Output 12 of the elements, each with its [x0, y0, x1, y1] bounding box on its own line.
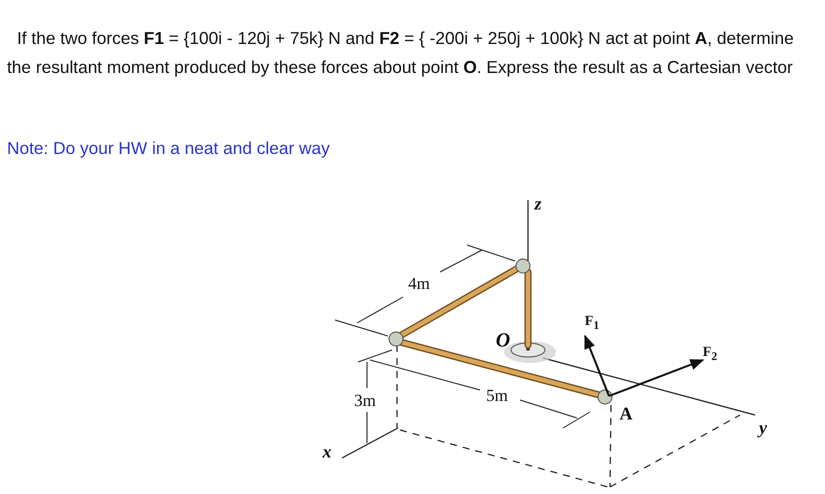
- point-label: A: [620, 404, 632, 424]
- axis-label: z: [534, 194, 542, 214]
- force-label: F$_{1}$: [584, 314, 600, 332]
- note-text: Note: Do your HW in a neat and clear way: [7, 138, 330, 159]
- axis-label: x: [322, 442, 332, 462]
- dimension-label: 4m: [408, 274, 430, 294]
- axis-label: y: [759, 418, 767, 438]
- point-label: O: [496, 330, 510, 352]
- problem-statement: If the two forces F1 = {100i - 120j + 75k} N and F2 = { -200i + 250j + 100k} N act at point A, determine the resultant moment produced by these forces about point O. Express the result as a Cartesian vector: [7, 27, 795, 79]
- dimension-label: 3m: [354, 391, 376, 411]
- dimension-label: 5m: [486, 386, 508, 406]
- force-label: F$_{2}$: [702, 345, 718, 363]
